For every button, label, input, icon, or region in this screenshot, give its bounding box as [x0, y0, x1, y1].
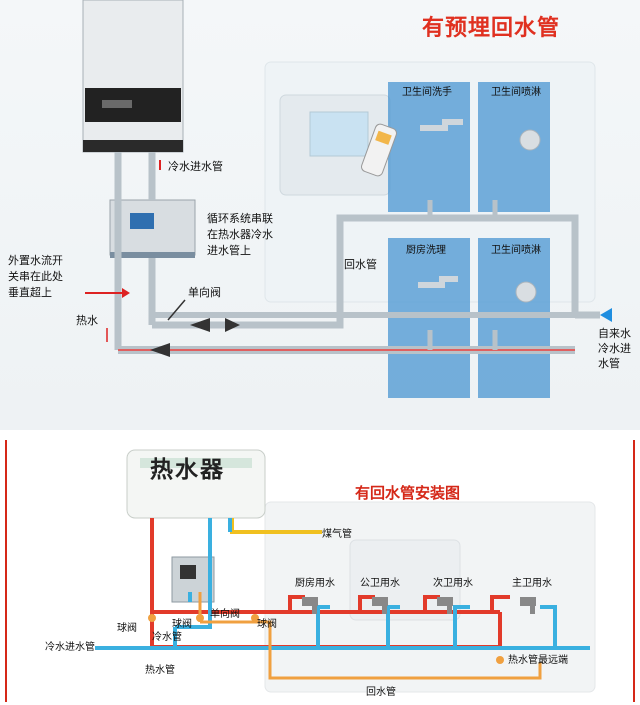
cold-feed-pipe — [175, 518, 212, 629]
flow-arrows — [190, 318, 240, 332]
tap-water-inlet-icon — [600, 308, 612, 322]
hot-branch-pipes — [288, 595, 510, 612]
master-bath-label: 主卫用水 — [512, 578, 552, 589]
hot-pipe-label: 热水管 — [145, 665, 175, 676]
wall-block-top-left — [388, 82, 470, 212]
farthest-point-label: 热水管最远端 — [508, 655, 568, 666]
gas-pipe-label: 煤气管 — [322, 529, 352, 540]
ball-valve-icon — [251, 614, 259, 622]
heater-brand-label: 热水器 — [150, 457, 225, 483]
wall-block-top-right — [478, 82, 550, 212]
water-heater-base — [83, 140, 183, 152]
ball-valve-mid-label: 球阀 — [172, 619, 192, 630]
bottom-diagram-graphics — [5, 440, 635, 702]
top-diagram-graphics — [82, 0, 612, 398]
tap-water-label-1: 自来水 — [598, 327, 631, 340]
fixture-label: 厨房洗理 — [406, 245, 446, 256]
return-pipe-label: 回水管 — [344, 258, 377, 271]
faucet-icon — [372, 597, 388, 614]
pump-display — [180, 565, 196, 579]
top-diagram-panel: 有预埋回水管 卫生间洗手 卫生间喷淋 厨房洗理 卫生间喷淋 冷水进水管 循环系统… — [0, 0, 640, 430]
circulation-label-3: 进水管上 — [207, 244, 251, 257]
bottom-title: 有回水管安装图 — [355, 484, 461, 502]
circulation-label-2: 在热水器冷水 — [207, 228, 273, 241]
fixture-label: 卫生间洗手 — [402, 87, 452, 98]
cold-pipe-small-label: 冷水管 — [152, 632, 182, 643]
faucet-icon — [437, 597, 453, 614]
branch-pipes — [427, 200, 498, 350]
fixture-label: 卫生间喷淋 — [491, 87, 541, 98]
kitchen-label: 厨房用水 — [295, 578, 335, 589]
circulation-label-1: 循环系统串联 — [207, 212, 273, 225]
cold-in-main-label: 冷水进水管 — [45, 642, 95, 653]
farthest-point-icon — [496, 656, 504, 664]
tap-water-label-3: 水管 — [598, 357, 620, 370]
return-pipe-label: 回水管 — [366, 687, 396, 698]
cold-in-pipe-label: 冷水进水管 — [168, 160, 223, 173]
frame-edge — [5, 440, 635, 702]
check-valve-pointer — [167, 299, 186, 321]
check-valve-label: 单向阀 — [210, 609, 240, 620]
return-pipe — [152, 214, 600, 329]
remote-display — [375, 130, 392, 145]
flow-arrow — [150, 343, 170, 357]
ball-valve-left-label: 球阀 — [117, 623, 137, 634]
water-heater-panel — [85, 88, 181, 122]
ball-valve-right-label: 球阀 — [257, 619, 277, 630]
faucet-icon — [520, 597, 536, 614]
water-heater-display — [102, 100, 132, 108]
return-pipe — [200, 620, 542, 680]
external-switch-label-2: 关串在此处 — [8, 270, 63, 283]
shower-head-icon — [515, 281, 537, 303]
pump-base — [110, 252, 195, 258]
shower-head-icon — [519, 129, 541, 151]
cold-water-pipe — [95, 518, 590, 650]
top-title: 有预埋回水管 — [422, 16, 561, 41]
fixture-label: 卫生间喷淋 — [491, 245, 541, 256]
background-display — [309, 111, 369, 157]
tap-water-label-2: 冷水进 — [598, 342, 631, 355]
water-heater-body — [82, 0, 184, 153]
circulation-pump-box — [171, 556, 215, 603]
second-bath-label: 次卫用水 — [433, 578, 473, 589]
cold-branch-pipes — [316, 605, 557, 648]
external-switch-label-1: 外置水流开 — [8, 254, 63, 267]
faucet-icon — [420, 119, 463, 131]
bottom-diagram-panel: 热水器 有回水管安装图 煤气管 厨房用水 公卫用水 次卫用水 主卫用水 球阀 球… — [0, 432, 640, 705]
external-switch-label-3: 垂直超上 — [8, 286, 52, 299]
public-bath-label: 公卫用水 — [360, 578, 400, 589]
faucet-icon — [302, 597, 318, 614]
faucet-icon — [418, 276, 458, 288]
hot-water-label: 热水 — [76, 314, 98, 327]
ball-valve-icon — [196, 614, 204, 622]
pump-display — [130, 213, 154, 229]
ball-valve-icon — [148, 614, 156, 622]
water-heater-top-strip — [140, 458, 252, 468]
check-valve-label: 单向阀 — [188, 286, 221, 299]
annotation-arrowhead — [122, 288, 130, 298]
